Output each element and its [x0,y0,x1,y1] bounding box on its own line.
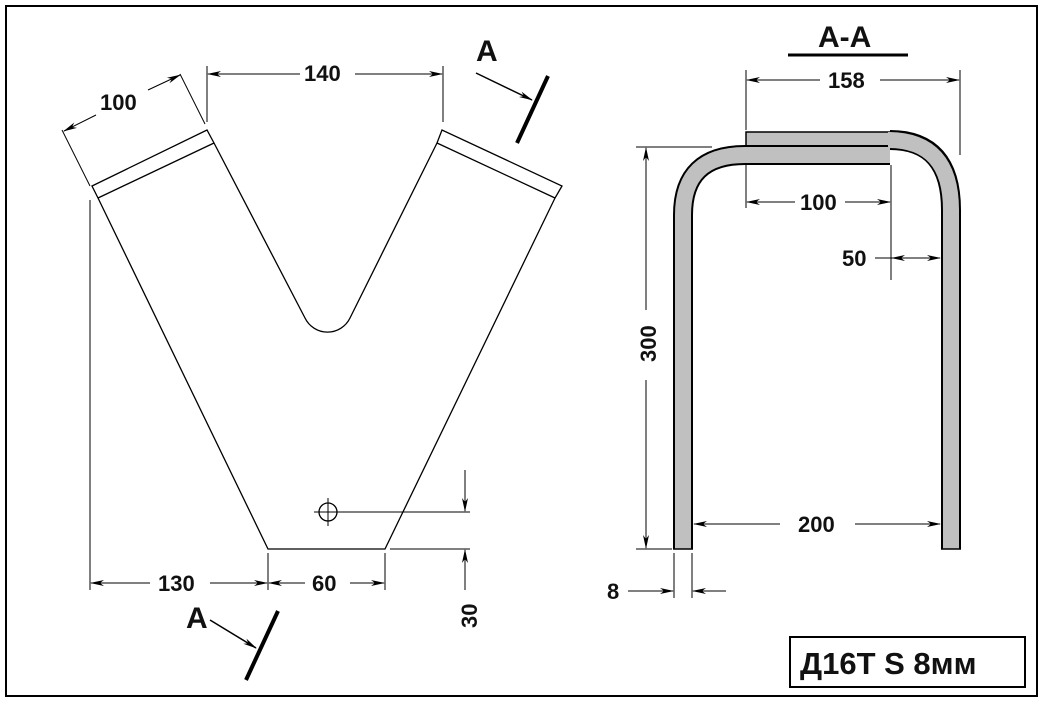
front-dimensions: 100 140 130 60 30 [61,61,482,628]
dim-overall-width: 158 [828,68,865,93]
dim-inner-width: 200 [798,512,835,537]
dim-left-offset: 130 [158,571,195,596]
section-mark-bottom: A [186,602,280,681]
drawing-frame [5,5,1038,697]
dim-arm-width: 100 [100,90,137,115]
dim-height: 300 [636,325,661,362]
dim-arm-spacing: 140 [304,61,341,86]
svg-text:A: A [476,35,498,68]
dim-thickness: 8 [607,579,619,604]
dim-hole-height: 30 [457,604,482,628]
v-bracket-front-view [91,129,563,550]
title-block: Д16Т S 8мм [789,636,1026,688]
dim-base-width: 60 [312,571,336,596]
material-spec: Д16Т S 8мм [800,646,977,681]
svg-text:A: A [186,602,208,635]
dim-overlap: 100 [800,190,837,215]
bent-profile-section [673,130,961,550]
section-mark-top: A [475,35,550,144]
section-title: A-A [818,21,871,54]
section-dimensions: 158 100 50 300 200 8 [607,68,961,604]
dim-gap: 50 [842,246,866,271]
